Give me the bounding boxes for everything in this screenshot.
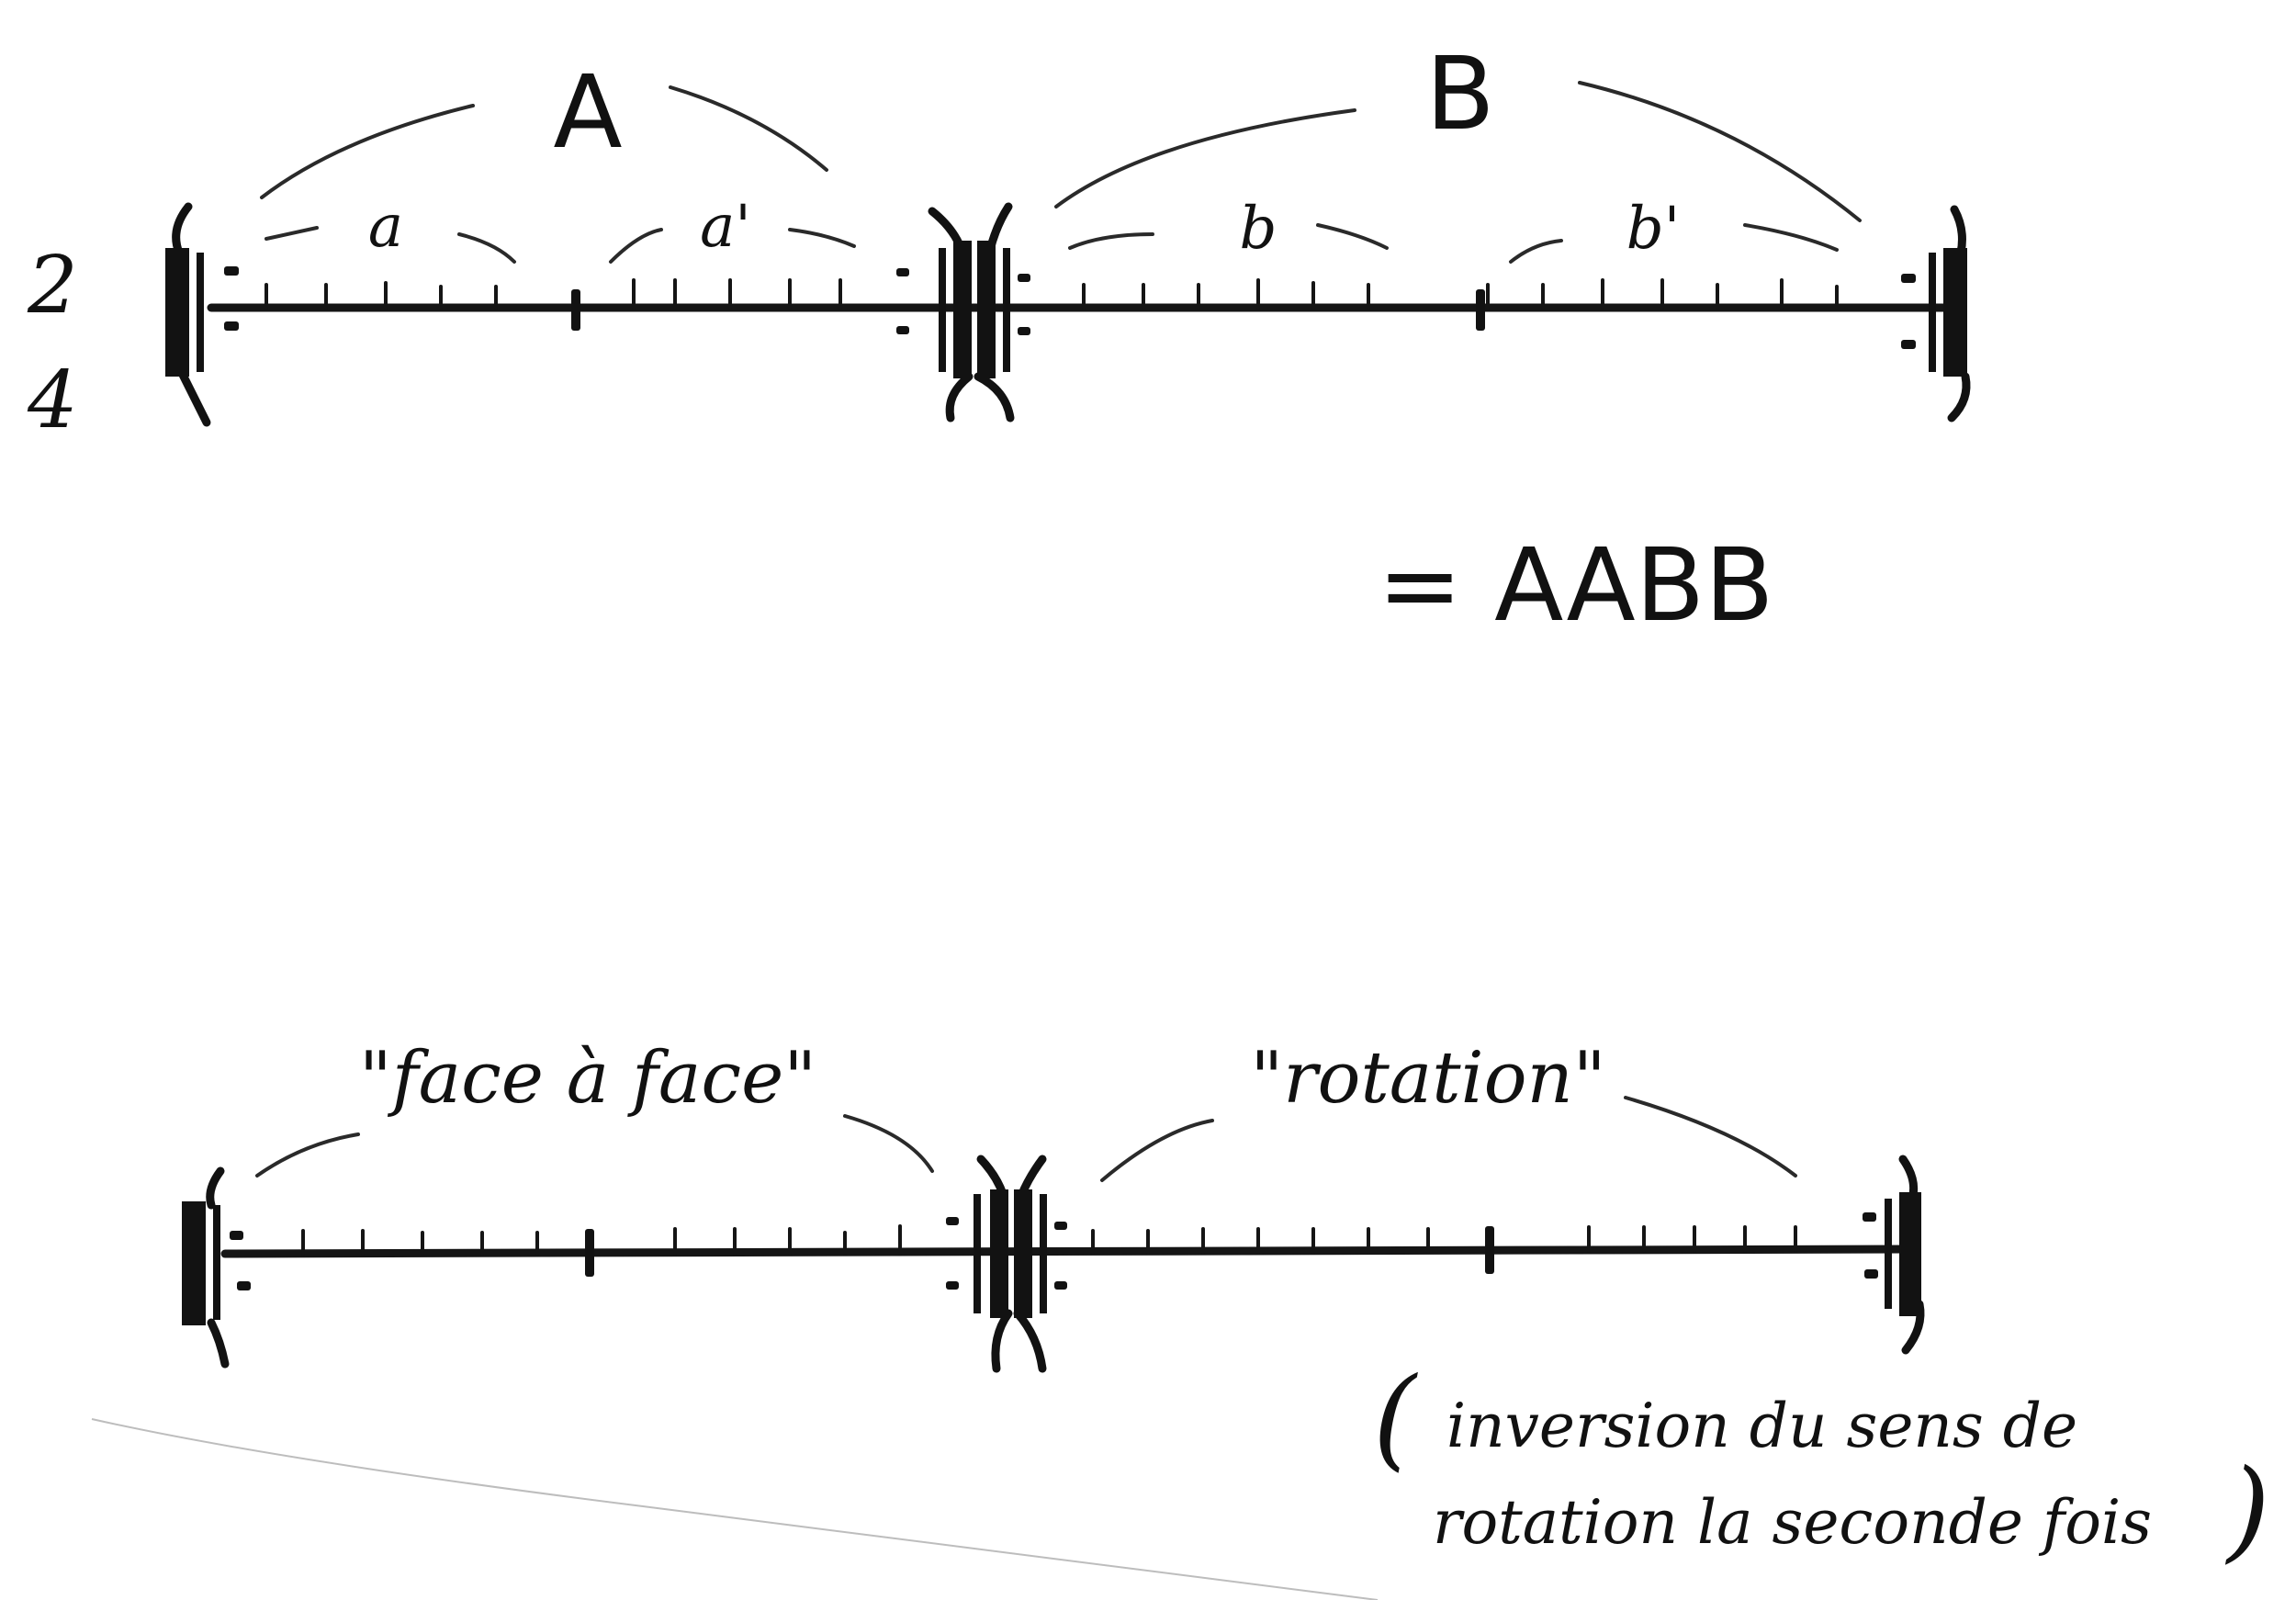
time-signature: 2 4 xyxy=(27,240,78,446)
phrase-a2-arc-right xyxy=(788,228,856,248)
start-repeat-sign xyxy=(182,1166,251,1369)
repeat-dot xyxy=(1018,327,1030,335)
repeat-thick-bar xyxy=(977,241,996,378)
rotation-note: ( inversion du sens de rotation la secon… xyxy=(1373,1355,2270,1574)
bottom-beat-ticks xyxy=(301,1224,1797,1256)
middle-repeat-sign xyxy=(946,1155,1067,1373)
repeat-dot-bottom xyxy=(237,1281,251,1290)
phrase-label-a-prime: a' xyxy=(700,193,751,261)
repeat-thick-bar xyxy=(182,1201,206,1325)
repeat-thin-bar xyxy=(1885,1199,1892,1309)
repeat-dot-bottom xyxy=(224,321,239,331)
repeat-thick-bar xyxy=(1014,1189,1032,1318)
repeat-bracket-bottom-right xyxy=(974,372,1015,423)
repeat-dot xyxy=(896,268,909,276)
phrase-a2-arc-left xyxy=(609,228,663,264)
rotation-arc-right xyxy=(1624,1096,1797,1177)
repeat-thick-bar xyxy=(1943,248,1967,377)
repeat-bracket-top xyxy=(206,1166,225,1210)
middle-repeat-sign xyxy=(896,202,1030,423)
phrase-b2-arc-right xyxy=(1743,223,1839,252)
repeat-thin-bar xyxy=(1040,1194,1047,1313)
repeat-thick-bar xyxy=(953,241,972,378)
section-b-arc-right xyxy=(1578,81,1862,222)
repeat-dot xyxy=(1018,274,1030,282)
repeat-thick-bar xyxy=(990,1189,1008,1318)
repeat-dot-top xyxy=(230,1231,243,1240)
repeat-bracket-top xyxy=(1950,205,1966,257)
measure-marker xyxy=(585,1229,594,1277)
measure-marker xyxy=(571,289,580,331)
time-signature-top: 2 xyxy=(27,240,78,332)
section-b-arc-left xyxy=(1054,108,1356,208)
end-repeat-sign xyxy=(1901,205,1971,423)
repeat-bracket-top xyxy=(172,202,193,257)
repeat-bracket-bottom-left xyxy=(991,1309,1013,1373)
repeat-thick-bar xyxy=(165,248,189,377)
note-open-paren: ( xyxy=(1373,1355,1418,1482)
note-line-1: inversion du sens de xyxy=(1446,1391,2077,1461)
section-a-arc-left xyxy=(260,104,475,199)
end-repeat-sign xyxy=(1863,1155,1925,1355)
repeat-dot-top xyxy=(1863,1212,1876,1222)
measure-marker xyxy=(1476,289,1485,331)
repeat-thin-bar xyxy=(197,253,204,372)
repeat-bracket-bottom xyxy=(207,1318,230,1369)
time-signature-bottom: 4 xyxy=(27,355,78,446)
repeat-thin-bar xyxy=(974,1194,981,1313)
repeat-thin-bar xyxy=(213,1205,220,1320)
repeat-bracket-bottom-right xyxy=(1013,1309,1047,1373)
repeat-dot xyxy=(946,1281,959,1290)
section-label-b: B xyxy=(1425,35,1494,152)
phrase-a-arc-right xyxy=(457,232,516,264)
form-formula: = AABB xyxy=(1378,526,1774,644)
face-a-face-arc-right xyxy=(843,1114,934,1173)
top-diagram: A B a a' b b' xyxy=(165,35,1971,427)
repeat-thin-bar xyxy=(1929,253,1936,372)
section-label-rotation: "rotation" xyxy=(1250,1037,1605,1120)
measure-marker xyxy=(1485,1226,1494,1274)
section-a-arc-right xyxy=(669,85,828,172)
repeat-dot xyxy=(896,326,909,334)
repeat-thick-bar xyxy=(1899,1192,1921,1316)
repeat-thin-bar xyxy=(1003,248,1010,372)
bottom-timeline-axis xyxy=(220,1245,1915,1258)
face-a-face-arc-left xyxy=(255,1132,360,1177)
section-label-face-a-face: "face à face" xyxy=(359,1037,816,1120)
repeat-dot xyxy=(946,1217,959,1225)
note-close-paren: ) xyxy=(2224,1447,2270,1574)
phrase-label-b-prime: b' xyxy=(1626,195,1681,263)
paper-edge xyxy=(91,1418,1379,1600)
repeat-bracket-bottom-left xyxy=(945,372,974,423)
repeat-dot-top xyxy=(1901,274,1916,283)
bottom-diagram: "face à face" "rotation" xyxy=(182,1037,1925,1373)
repeat-dot xyxy=(1054,1281,1067,1290)
repeat-bracket-top-left xyxy=(976,1155,1007,1199)
repeat-thin-bar xyxy=(939,248,946,372)
repeat-dot-bottom xyxy=(1901,340,1916,349)
phrase-b-arc-left xyxy=(1068,232,1154,250)
section-label-a: A xyxy=(553,53,622,171)
phrase-label-a: a xyxy=(368,193,403,261)
repeat-bracket-bottom xyxy=(1947,372,1971,423)
repeat-dot-bottom xyxy=(1864,1269,1878,1279)
phrase-b2-arc-left xyxy=(1509,239,1563,264)
repeat-dot-top xyxy=(224,266,239,276)
start-repeat-sign xyxy=(165,202,239,427)
top-beat-ticks xyxy=(264,278,1839,310)
phrase-label-b: b xyxy=(1240,195,1277,263)
repeat-dot xyxy=(1054,1222,1067,1230)
phrase-a-arc-left xyxy=(264,226,319,241)
note-line-2: rotation la seconde fois xyxy=(1433,1487,2152,1558)
rotation-arc-left xyxy=(1100,1119,1214,1182)
phrase-b-arc-right xyxy=(1316,223,1389,250)
